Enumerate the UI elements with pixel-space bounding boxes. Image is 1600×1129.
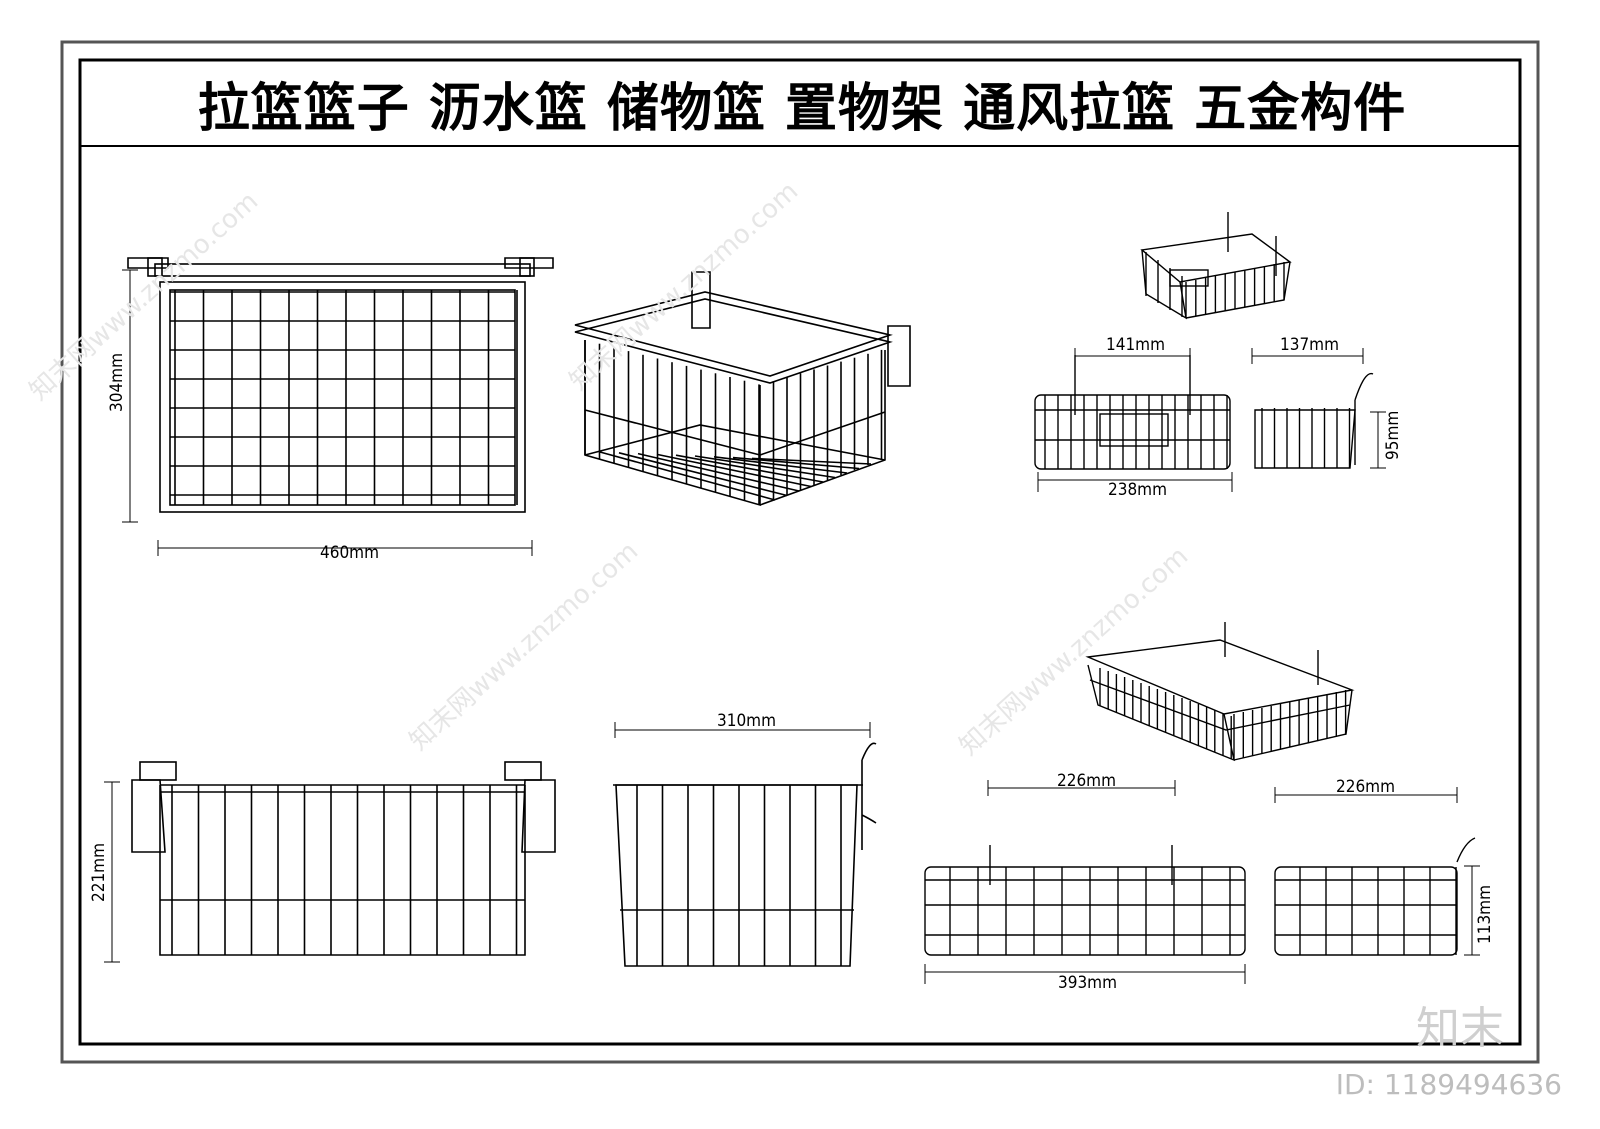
- dim-221-label: 221mm: [89, 843, 109, 902]
- wire: [759, 411, 886, 456]
- dim-95-label: 95mm: [1383, 411, 1403, 460]
- dim-141-label: 141mm: [1106, 335, 1165, 355]
- basket-top-view-460: [127, 257, 554, 513]
- document-id: ID: 1189494636: [1335, 1068, 1562, 1101]
- basket-small-front-view: [1034, 355, 1231, 470]
- dim-393: [924, 964, 1246, 984]
- dim-226b: [1274, 787, 1458, 803]
- dim-226a-label: 226mm: [1057, 771, 1116, 791]
- dim-226b-label: 226mm: [1336, 777, 1395, 797]
- wire: [751, 457, 872, 465]
- dim-95: [1370, 411, 1386, 469]
- basket-small-isometric: [1140, 212, 1292, 320]
- wire: [637, 452, 800, 492]
- dim-137: [1251, 348, 1364, 364]
- dim-221: [104, 781, 120, 963]
- dim-137-label: 137mm: [1280, 335, 1339, 355]
- dim-393-label: 393mm: [1058, 973, 1117, 993]
- dim-304-label: 304mm: [107, 353, 127, 412]
- basket-isometric-1: [574, 271, 911, 507]
- basket-small-side-view: [1254, 372, 1374, 469]
- basket-side-view-310: [613, 742, 877, 967]
- basket-long-front-view: [924, 845, 1246, 956]
- wire: [656, 453, 812, 488]
- wire: [713, 456, 848, 474]
- basket-long-isometric: [1085, 622, 1355, 762]
- dim-304: [122, 269, 138, 523]
- wire: [599, 451, 776, 501]
- brand-logo-text: 知末: [1416, 1003, 1504, 1054]
- outer-frame: [60, 40, 1540, 1064]
- dim-141: [1074, 348, 1191, 364]
- wire: [618, 452, 788, 497]
- dim-226a: [987, 780, 1176, 796]
- page-title: 拉篮篮子 沥水篮 储物篮 置物架 通风拉篮 五金构件: [197, 78, 1407, 139]
- wire: [732, 456, 860, 470]
- dim-238: [1037, 472, 1233, 492]
- basket-long-side-view: [1274, 837, 1476, 956]
- dim-113: [1464, 865, 1480, 956]
- wire: [584, 409, 761, 456]
- wire: [694, 455, 836, 479]
- wire: [675, 454, 824, 483]
- inner-frame: [78, 58, 1522, 1046]
- dim-310: [614, 722, 871, 738]
- dim-238-label: 238mm: [1108, 480, 1167, 500]
- basket-front-view-221: [131, 761, 556, 956]
- dim-113-label: 113mm: [1475, 885, 1495, 944]
- dim-460: [157, 540, 533, 556]
- dim-460-label: 460mm: [320, 543, 379, 563]
- dim-310-label: 310mm: [717, 711, 776, 731]
